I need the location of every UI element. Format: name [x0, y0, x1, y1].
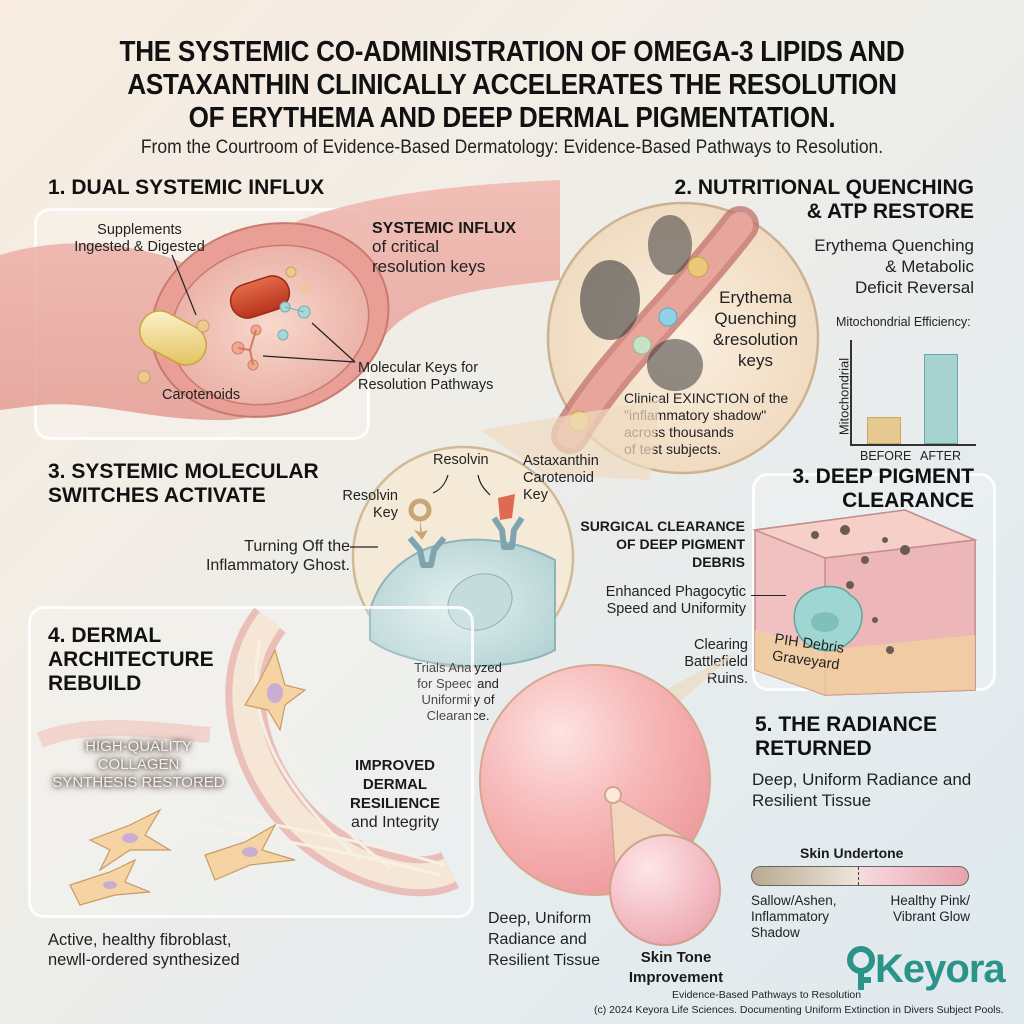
section4-heading: 4. DERMAL ARCHITECTURE REBUILD: [48, 624, 214, 695]
resolvin-label: Resolvin: [433, 452, 489, 468]
brand-name: Keyora: [875, 947, 1006, 991]
astaxanthin-key-label: Astaxanthin Carotenoid Key: [523, 453, 599, 503]
blood-vessel-illustration: [0, 180, 560, 421]
footer-tagline: Evidence-Based Pathways to Resolution: [672, 989, 862, 1001]
chart-title: Mitochondrial Efficiency:: [836, 315, 971, 329]
title-line-2: ASTAXANTHIN CLINICALLY ACCELERATES THE R…: [127, 69, 897, 101]
undertone-gradient-bar: [751, 866, 969, 886]
chart-bar-after: [924, 354, 958, 444]
title-line-1: THE SYSTEMIC CO-ADMINISTRATION OF OMEGA-…: [119, 36, 905, 68]
phagocytic-leader: [751, 595, 786, 597]
section5-sub: Deep, Uniform Radiance and Resilient Tis…: [752, 770, 972, 810]
section3-heading: 3. SYSTEMIC MOLECULAR SWITCHES ACTIVATE: [48, 460, 319, 507]
carotenoids-label: Carotenoids: [162, 387, 241, 403]
skin-tone-label: Skin Tone Improvement: [628, 949, 724, 986]
surgical-clearance-label: SURGICAL CLEARANCE OF DEEP PIGMENT DEBRI…: [580, 518, 745, 570]
undertone-midpoint-marker: [858, 867, 859, 885]
section2-subheading: Erythema Quenching & Metabolic Deficit R…: [814, 236, 974, 297]
undertone-title: Skin Undertone: [800, 845, 904, 861]
chart-bar-before: [867, 417, 901, 444]
page-subtitle: From the Courtroom of Evidence-Based Der…: [140, 137, 884, 158]
phagocytic-label: Enhanced Phagocytic Speed and Uniformity: [605, 584, 746, 617]
undertone-right-label: Healthy Pink/ Vibrant Glow: [890, 893, 970, 924]
chart-y-axis: [850, 340, 852, 444]
page-title: THE SYSTEMIC CO-ADMINISTRATION OF OMEGA-…: [51, 36, 973, 135]
section1-heading: 1. DUAL SYSTEMIC INFLUX: [48, 176, 325, 199]
keyora-logo: Keyora: [845, 944, 1006, 996]
erythema-quenching-circle: [546, 201, 820, 475]
radiance-spheres-illustration: [479, 650, 740, 946]
collagen-fibers-illustration: [37, 607, 459, 906]
sphere-label: Deep, Uniform Radiance and Resilient Tis…: [488, 910, 601, 969]
molecular-keys-label: Molecular Keys for Resolution Pathways: [358, 360, 494, 393]
title-line-3: OF ERYTHEMA AND DEEP DERMAL PIGMENTATION…: [188, 102, 836, 134]
section5-heading: 5. THE RADIANCE RETURNED: [755, 713, 938, 760]
undertone-left-label: Sallow/Ashen, Inflammatory Shadow: [751, 893, 837, 940]
skin-cross-section-illustration: [752, 509, 978, 696]
improved-resilience-label: IMPROVED DERMAL RESILIENCE and Integrity: [350, 757, 441, 831]
mitochondrial-chart: Mitochondrial Efficiency: Mitochondrial …: [830, 310, 1010, 463]
section2-heading: 2. NUTRITIONAL QUENCHING & ATP RESTORE: [674, 176, 974, 223]
systemic-influx-callout: SYSTEMIC INFLUX of critical resolution k…: [372, 220, 517, 276]
chart-cat-after: AFTER: [920, 449, 961, 463]
fibroblast-label: Active, healthy fibroblast, newll-ordere…: [48, 931, 240, 969]
receptor-cell-circle: [350, 400, 660, 669]
collagen-restored-label: HIGH-QUALITY COLLAGEN SYNTHESIS RESTORED: [52, 738, 225, 791]
resolvin-key-label: Resolvin Key: [342, 488, 398, 521]
supplements-label: Supplements Ingested & Digested: [74, 222, 205, 255]
chart-cat-before: BEFORE: [860, 449, 912, 463]
key-icon: [847, 946, 875, 990]
section3b-heading: 3. DEEP PIGMENT CLEARANCE: [792, 465, 974, 512]
chart-x-axis: [850, 444, 976, 446]
clearing-label: Clearing Battlefield Ruins.: [684, 637, 748, 687]
turning-off-label: Turning Off the Inflammatory Ghost.: [205, 538, 350, 574]
erythema-circle-label: Erythema Quenching &resolution keys: [713, 288, 799, 370]
footer-copyright: (c) 2024 Keyora Life Sciences. Documenti…: [594, 1004, 1004, 1016]
